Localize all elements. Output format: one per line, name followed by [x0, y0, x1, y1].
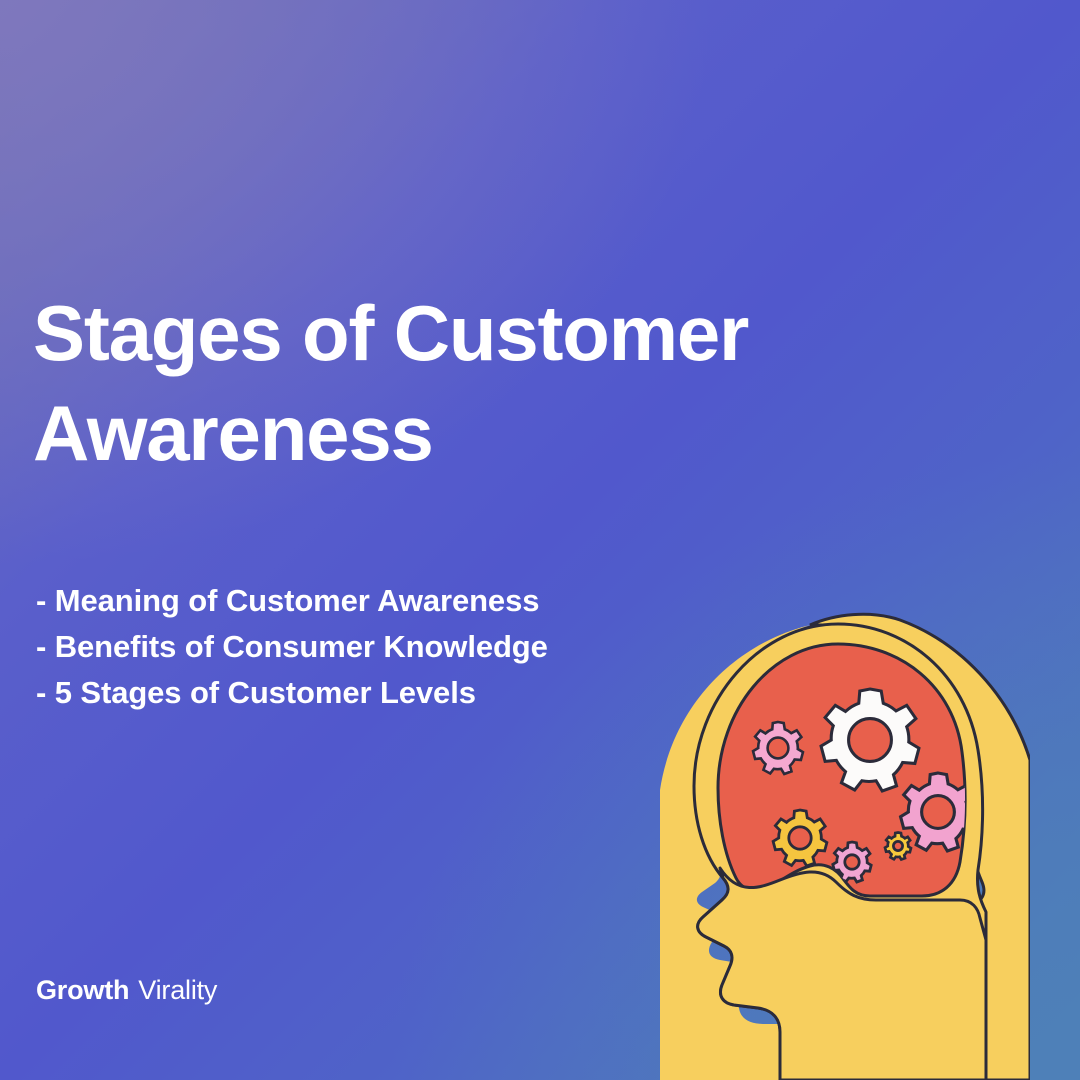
- small-pink-gear-icon: [831, 840, 873, 884]
- list-item: - 5 Stages of Customer Levels: [36, 675, 476, 710]
- right-pink-gear-icon: [898, 771, 966, 853]
- topic-list: - Meaning of Customer Awareness - Benefi…: [36, 578, 796, 716]
- head-with-gears-illustration: [660, 600, 1030, 1080]
- brand-name-primary: Growth: [36, 975, 130, 1005]
- yellow-gear-icon: [771, 808, 829, 868]
- large-white-gear-icon: [819, 687, 921, 793]
- list-item: - Meaning of Customer Awareness: [36, 583, 540, 618]
- face-lower-mass: [696, 866, 988, 1080]
- small-yellow-gear-icon: [883, 831, 913, 861]
- brain-region: [716, 642, 967, 898]
- list-item: - Benefits of Consumer Knowledge: [36, 629, 548, 664]
- title-line-2: Awareness: [33, 389, 434, 477]
- page-title: Stages of Customer Awareness: [33, 283, 933, 483]
- brand-logo: Growth Virality: [36, 975, 217, 1006]
- left-pink-gear-icon: [751, 720, 805, 776]
- title-line-1: Stages of Customer: [33, 289, 749, 377]
- brand-name-secondary: Virality: [138, 975, 218, 1005]
